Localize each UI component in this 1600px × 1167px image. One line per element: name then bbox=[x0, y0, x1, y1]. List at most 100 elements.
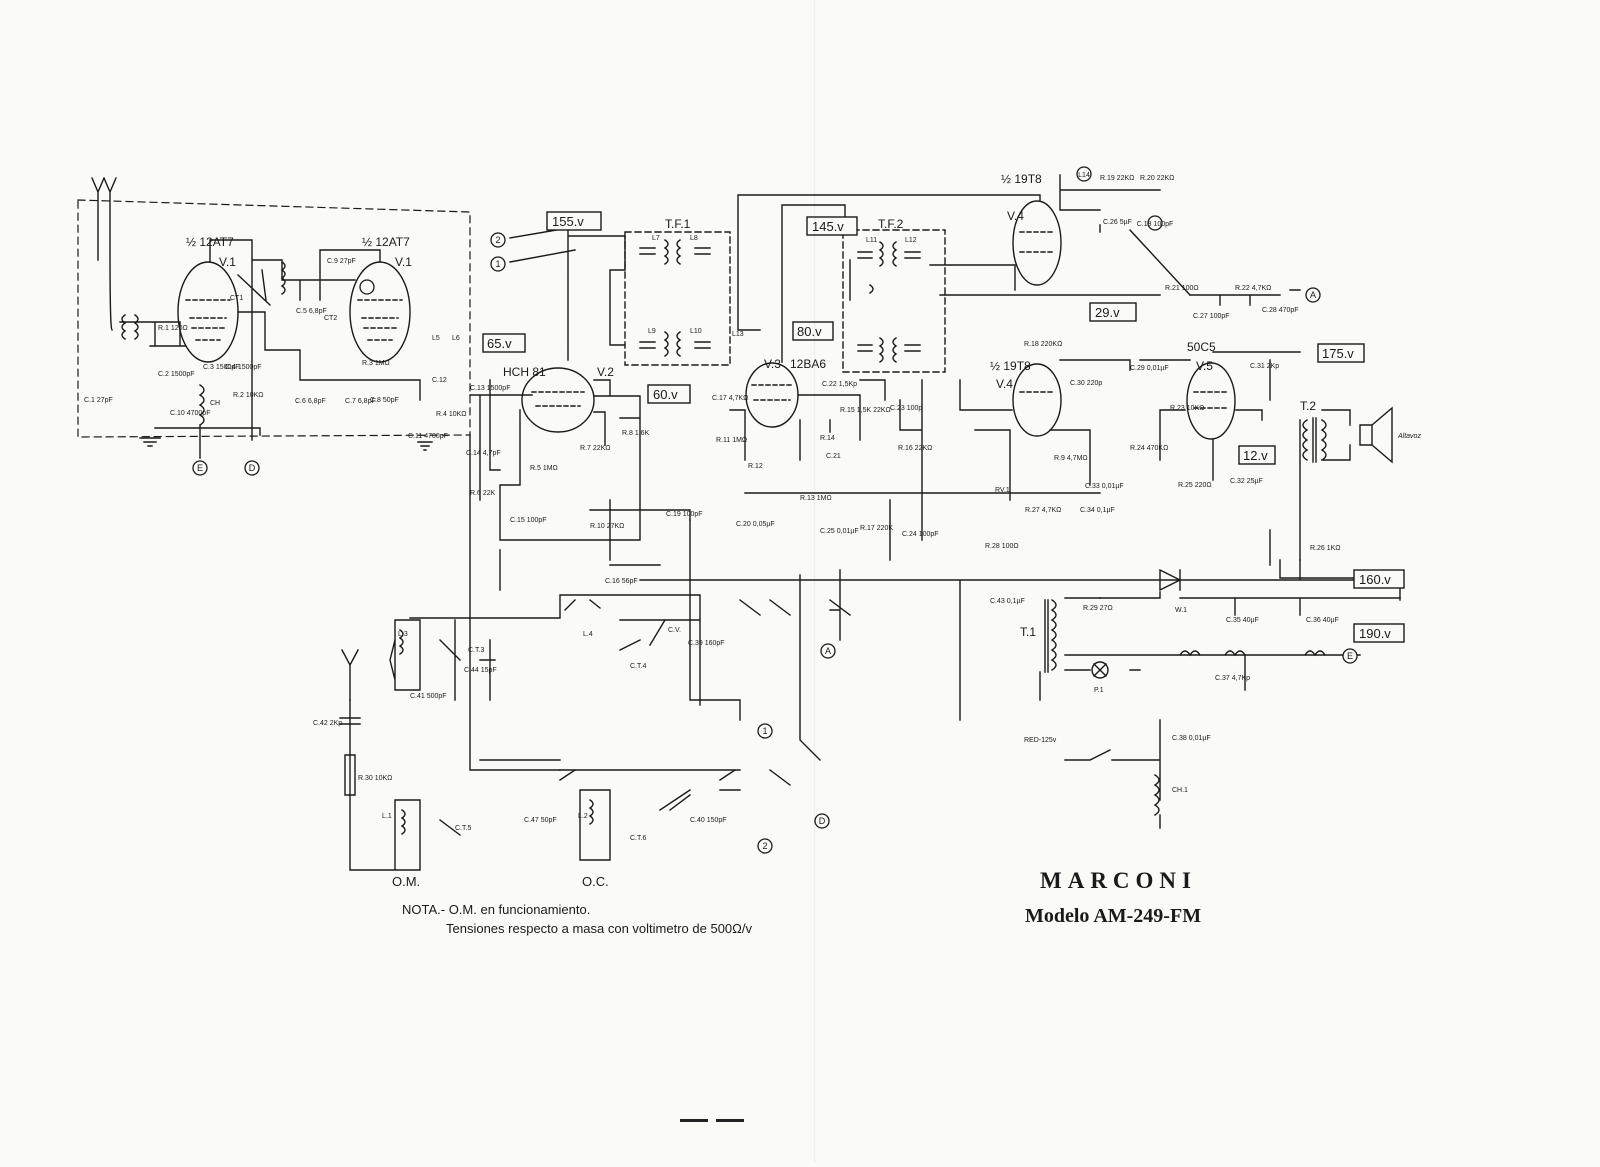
component-label: C.33 0,01µF bbox=[1085, 483, 1124, 490]
component-label: R.20 22KΩ bbox=[1140, 175, 1174, 182]
component-label: CT1 bbox=[230, 295, 243, 302]
component-label: P.1 bbox=[1094, 687, 1104, 694]
component-label: R.15 1,5K 22KΩ bbox=[840, 407, 891, 414]
component-label: R.4 10KΩ bbox=[436, 411, 467, 418]
component-label: L8 bbox=[690, 235, 698, 242]
model-title: Modelo AM-249-FM bbox=[1025, 905, 1202, 927]
component-label: R.12 bbox=[748, 463, 763, 470]
component-label: R.10 27KΩ bbox=[590, 523, 624, 530]
power-transformer-t1 bbox=[1044, 597, 1101, 673]
component-label: R.7 22KΩ bbox=[580, 445, 611, 452]
component-label: R.29 27Ω bbox=[1083, 605, 1113, 612]
voltage-box-29v bbox=[1089, 302, 1137, 322]
component-label: RED-125v bbox=[1024, 737, 1057, 744]
terminal-label: 1 bbox=[762, 726, 767, 736]
ct1-trimmer bbox=[237, 269, 271, 306]
component-label: L.4 bbox=[583, 631, 593, 638]
component-label: R.30 10KΩ bbox=[358, 775, 392, 782]
component-label: CH.1 bbox=[1172, 787, 1188, 794]
component-label: C.36 40µF bbox=[1306, 617, 1339, 624]
component-label: L9 bbox=[648, 328, 656, 335]
component-label: C.T.5 bbox=[455, 825, 471, 832]
component-label: C.1 27pF bbox=[84, 397, 113, 404]
component-label: C.39 160pF bbox=[688, 640, 725, 647]
tube-label: V.5 bbox=[1196, 359, 1213, 373]
component-label: CT2 bbox=[324, 315, 337, 322]
component-label: L12 bbox=[905, 237, 917, 244]
tube-label: V.4 bbox=[1007, 209, 1024, 223]
voltage-box-65v bbox=[482, 333, 526, 353]
component-label: L10 bbox=[690, 328, 702, 335]
note-line-1: NOTA.- O.M. en funcionamiento. bbox=[402, 902, 591, 917]
component-label: R.16 22KΩ bbox=[898, 445, 932, 452]
terminal-label: 1 bbox=[495, 259, 500, 269]
voltage-label: 65.v bbox=[487, 336, 512, 351]
component-label: C.29 0,01µF bbox=[1130, 365, 1169, 372]
tube-label: V.1 bbox=[219, 255, 236, 269]
page-mark bbox=[716, 1119, 744, 1122]
page-fold bbox=[814, 0, 816, 1162]
component-label: R.19 22KΩ bbox=[1100, 175, 1134, 182]
component-label: C.32 25µF bbox=[1230, 478, 1263, 485]
transformer-label: T.2 bbox=[1300, 399, 1316, 413]
component-label: R.24 470KΩ bbox=[1130, 445, 1168, 452]
loudspeaker-icon bbox=[1321, 406, 1393, 464]
component-label: L13 bbox=[732, 331, 744, 338]
component-label: C.41 500pF bbox=[410, 693, 447, 700]
component-label: C.30 220p bbox=[1070, 380, 1102, 387]
component-label: C.17 4,7KΩ bbox=[712, 395, 748, 402]
component-label: C.6 6,8pF bbox=[295, 398, 326, 405]
component-label: C.15 100pF bbox=[510, 517, 547, 524]
component-label: C.23 100p bbox=[890, 405, 922, 412]
terminal-label: A bbox=[1310, 290, 1316, 300]
component-label: R.2 10KΩ bbox=[233, 392, 264, 399]
component-label: R.26 1KΩ bbox=[1310, 545, 1341, 552]
band-label-om: O.M. bbox=[392, 874, 420, 889]
voltage-box-80v bbox=[792, 321, 834, 341]
tube-label: V.3 bbox=[764, 357, 781, 371]
component-label: C.24 100pF bbox=[902, 531, 939, 538]
component-label: C.37 4,7Kp bbox=[1215, 675, 1250, 682]
voltage-label: 60.v bbox=[653, 387, 678, 402]
component-label: L11 bbox=[866, 237, 877, 244]
transformer-label: T.F.1 bbox=[665, 217, 691, 231]
component-label: C.35 40µF bbox=[1226, 617, 1259, 624]
tube-label: V.4 bbox=[996, 377, 1013, 391]
component-label: C.43 0,1µF bbox=[990, 598, 1025, 605]
component-label: C.16 56pF bbox=[605, 578, 638, 585]
tube-v3-12ba6 bbox=[745, 362, 799, 428]
component-label: C.T.4 bbox=[630, 663, 646, 670]
voltage-box-175v bbox=[1317, 343, 1365, 363]
component-label: R.13 1MΩ bbox=[800, 495, 832, 502]
voltage-label: 190.v bbox=[1359, 626, 1391, 641]
component-label: R.11 1MΩ bbox=[716, 437, 747, 444]
component-label: C.4 1500pF bbox=[225, 364, 262, 371]
component-label: C.8 50pF bbox=[370, 397, 399, 404]
voltage-box-12v bbox=[1238, 445, 1276, 465]
component-label: C.13 1500pF bbox=[470, 385, 510, 392]
component-label: R.14 bbox=[820, 435, 835, 442]
note-line-2: Tensiones respecto a masa con voltimetro… bbox=[446, 921, 752, 936]
terminal-label: C.18 100pF bbox=[1137, 221, 1174, 228]
component-label: C.28 470pF bbox=[1262, 307, 1299, 314]
terminal-label: 2 bbox=[495, 235, 500, 245]
voltage-label: 12.v bbox=[1243, 448, 1268, 463]
fm-tuner-dashed-box bbox=[77, 199, 471, 438]
component-label: C.20 0,05µF bbox=[736, 521, 775, 528]
component-label: R.28 100Ω bbox=[985, 543, 1019, 550]
tube-label: 50C5 bbox=[1187, 340, 1216, 354]
voltage-label: 175.v bbox=[1322, 346, 1354, 361]
tube-label: 12BA6 bbox=[790, 357, 826, 371]
tube-v5-50c5 bbox=[1186, 362, 1236, 440]
voltage-label: 29.v bbox=[1095, 305, 1120, 320]
component-label: L.2 bbox=[578, 813, 588, 820]
component-label: C.42 2Kp bbox=[313, 720, 342, 727]
oc-coil-section bbox=[559, 769, 741, 861]
voltage-label: 80.v bbox=[797, 324, 822, 339]
component-label: R.9 4,7MΩ bbox=[1054, 455, 1088, 462]
component-label: C.27 100pF bbox=[1193, 313, 1230, 320]
am-antenna bbox=[341, 649, 359, 701]
component-label: R.6 22K bbox=[470, 490, 496, 497]
component-label: C.38 0,01µF bbox=[1172, 735, 1211, 742]
